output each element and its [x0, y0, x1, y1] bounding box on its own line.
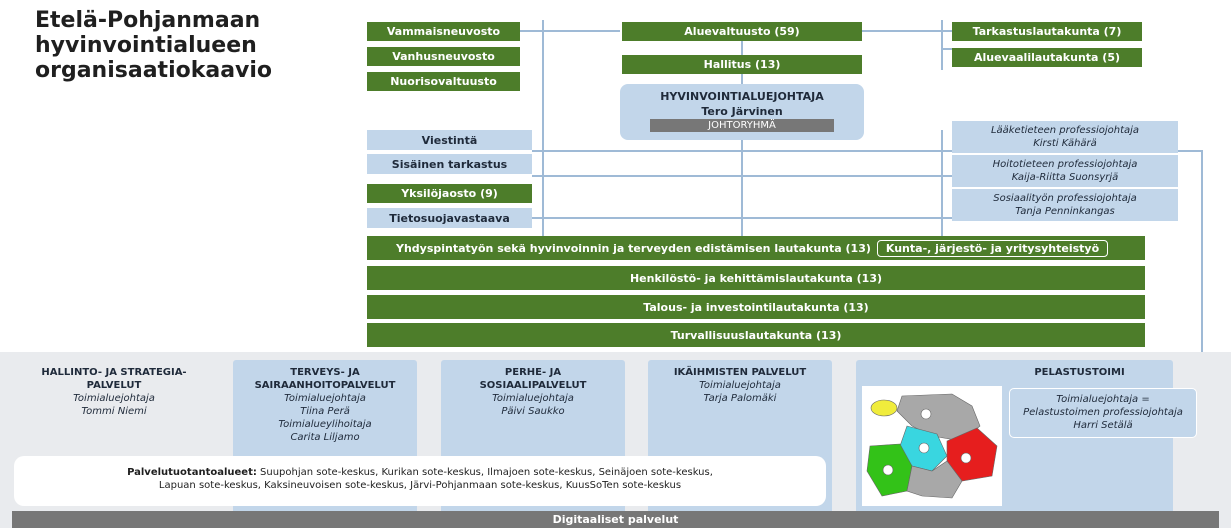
map-marker-2 [918, 442, 930, 454]
connector-line-center [741, 40, 743, 240]
vammaisneuvosto-box[interactable]: Vammaisneuvosto [367, 22, 520, 41]
title-line-2: hyvinvointialueen [35, 33, 257, 58]
director-box[interactable]: HYVINVOINTIALUEJOHTAJA Tero Järvinen JOH… [620, 84, 864, 140]
professor-1-title: Lääketieteen professiojohtaja [990, 125, 1140, 136]
yksilojaosto-box[interactable]: Yksilöjaosto (9) [367, 184, 532, 203]
map-legend-yellow [870, 399, 898, 417]
terveys-heading-2: SAIRAANHOITOPALVELUT [254, 380, 396, 391]
vanhusneuvosto-box[interactable]: Vanhusneuvosto [367, 47, 520, 66]
perhe-role: Toimialuejohtaja [492, 393, 574, 404]
tarkastuslautakunta-box[interactable]: Tarkastuslautakunta (7) [952, 22, 1142, 41]
johtoryhma-label: JOHTORYHMÄ [650, 119, 834, 132]
connector-line-far-right [1201, 150, 1203, 382]
connector-h-6 [532, 217, 952, 219]
nuorisovaltuusto-box[interactable]: Nuorisovaltuusto [367, 72, 520, 91]
connector-h-7 [1178, 150, 1202, 152]
viestinta-box[interactable]: Viestintä [367, 130, 532, 150]
professor-3-title: Sosiaalityön professiojohtaja [993, 193, 1137, 204]
digitaaliset-palvelut-bar[interactable]: Digitaaliset palvelut [12, 511, 1219, 528]
perhe-heading-2: SOSIAALIPALVELUT [479, 380, 587, 391]
connector-line-right-top [941, 20, 943, 70]
perhe-name: Päivi Saukko [501, 406, 565, 417]
hallitus-box[interactable]: Hallitus (13) [622, 55, 862, 74]
professor-box-2[interactable]: Hoitotieteen professiojohtaja Kaija-Riit… [952, 155, 1178, 187]
pelastus-line-2: Pelastustoimen professiojohtaja [1023, 407, 1183, 418]
connector-h-3 [941, 48, 953, 50]
terveys-heading-1: TERVEYS- JA [290, 367, 360, 378]
connector-line-right-mid [941, 130, 943, 240]
yhdyspinta-lautakunta-bar[interactable]: Yhdyspintatyön sekä hyvinvoinnin ja terv… [367, 236, 1145, 260]
connector-h-5 [532, 175, 952, 177]
region-map [862, 386, 1002, 506]
ikaihmiset-role: Toimialuejohtaja [699, 380, 781, 391]
yhdyspinta-label: Yhdyspintatyön sekä hyvinvoinnin ja terv… [396, 241, 871, 255]
palvelutuotantoalueet-box: Palvelutuotantoalueet: Suupohjan sote-ke… [14, 456, 826, 506]
hallinto-role: Toimialuejohtaja [73, 393, 155, 404]
connector-h-4 [532, 150, 952, 152]
talous-lautakunta-bar[interactable]: Talous- ja investointilautakunta (13) [367, 295, 1145, 319]
connector-line-left [542, 20, 544, 240]
map-region-gray-south [906, 460, 963, 499]
palvelutuotanto-text-2: Lapuan sote-keskus, Kaksineuvoisen sote-… [158, 480, 682, 491]
palvelutuotanto-label: Palvelutuotantoalueet: [127, 467, 257, 478]
terveys-name-2: Carita Liljamo [290, 432, 360, 443]
ikaihmiset-name: Tarja Palomäki [703, 393, 777, 404]
professor-2-name: Kaija-Riitta Suonsyrjä [1011, 172, 1119, 183]
professor-box-3[interactable]: Sosiaalityön professiojohtaja Tanja Penn… [952, 189, 1178, 221]
director-name: Tero Järvinen [701, 105, 783, 118]
map-marker-1 [920, 408, 932, 420]
map-marker-3 [960, 452, 972, 464]
terveys-role-2: Toimialueylihoitaja [278, 419, 372, 430]
title-line-3: organisaatiokaavio [35, 58, 273, 83]
region-map-graphic [866, 393, 998, 499]
professor-3-name: Tanja Penninkangas [1015, 206, 1115, 217]
map-marker-4 [882, 464, 894, 476]
henkilosto-lautakunta-bar[interactable]: Henkilöstö- ja kehittämislautakunta (13) [367, 266, 1145, 290]
pelastus-line-1: Toimialuejohtaja = [1056, 394, 1150, 405]
turvallisuus-lautakunta-bar[interactable]: Turvallisuuslautakunta (13) [367, 323, 1145, 347]
aluevaalilautakunta-box[interactable]: Aluevaalilautakunta (5) [952, 48, 1142, 67]
professor-box-1[interactable]: Lääketieteen professiojohtaja Kirsti Käh… [952, 121, 1178, 153]
terveys-role: Toimialuejohtaja [284, 393, 366, 404]
terveys-name: Tiina Perä [300, 406, 350, 417]
tietosuojavastaava-box[interactable]: Tietosuojavastaava [367, 208, 532, 228]
director-role: HYVINVOINTIALUEJOHTAJA [660, 90, 824, 103]
hallinto-name: Tommi Niemi [81, 406, 147, 417]
aluevaltuusto-box[interactable]: Aluevaltuusto (59) [622, 22, 862, 41]
palvelutuotanto-line-1: Palvelutuotantoalueet: Suupohjan sote-ke… [14, 466, 826, 479]
hallinto-heading-1: HALLINTO- JA STRATEGIA- [41, 367, 187, 378]
sisainen-tarkastus-box[interactable]: Sisäinen tarkastus [367, 154, 532, 174]
pelastustoimi-heading: PELASTUSTOIMI [1034, 367, 1125, 378]
hallinto-card[interactable]: HALLINTO- JA STRATEGIA- PALVELUT Toimial… [14, 366, 214, 446]
connector-h-2 [862, 30, 952, 32]
connector-h-1 [520, 30, 620, 32]
professor-2-title: Hoitotieteen professiojohtaja [992, 159, 1138, 170]
kunta-yhteistyo-box[interactable]: Kunta-, järjestö- ja yritysyhteistyö [876, 239, 1109, 257]
palvelutuotanto-text-1: Suupohjan sote-keskus, Kurikan sote-kesk… [256, 467, 713, 478]
page-title: Etelä-Pohjanmaan hyvinvointialueen organ… [35, 8, 335, 83]
pelastus-line-3: Harri Setälä [1073, 420, 1133, 431]
professor-1-name: Kirsti Kähärä [1033, 138, 1097, 149]
perhe-heading-1: PERHE- JA [504, 367, 562, 378]
hallinto-heading-2: PALVELUT [86, 380, 142, 391]
title-line-1: Etelä-Pohjanmaan [35, 8, 261, 33]
ikaihmiset-heading: IKÄIHMISTEN PALVELUT [673, 367, 807, 378]
pelastus-director-box[interactable]: Toimialuejohtaja = Pelastustoimen profes… [1009, 388, 1197, 438]
